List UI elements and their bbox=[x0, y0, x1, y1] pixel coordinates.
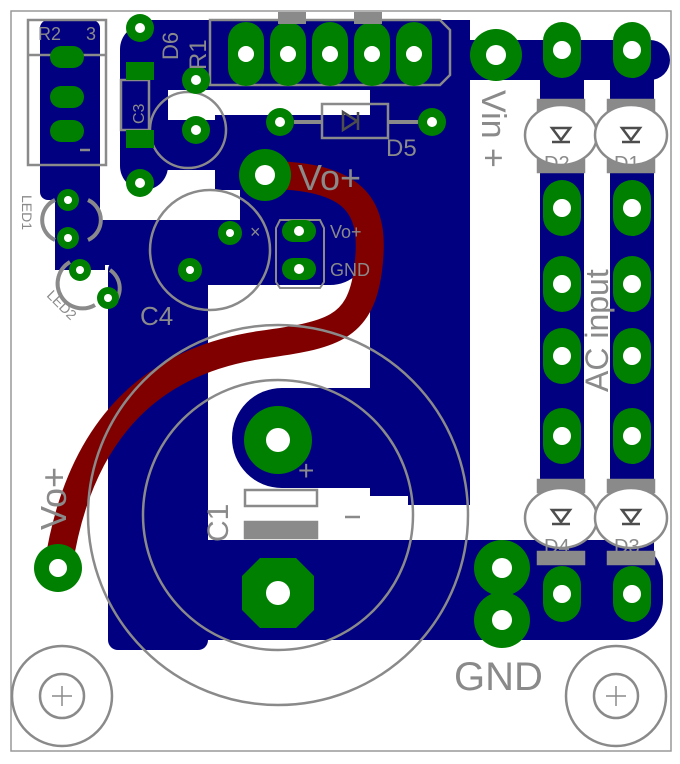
label-r2-pin3: 3 bbox=[86, 24, 96, 44]
label-vo-plus-small: Vo+ bbox=[330, 222, 362, 242]
label-gnd-small: GND bbox=[330, 260, 370, 280]
label-gnd-big: GND bbox=[454, 655, 543, 699]
pads bbox=[34, 12, 651, 648]
label-led1: LED1 bbox=[19, 195, 35, 230]
mounting-hole-marks bbox=[52, 686, 626, 706]
label-c1-plus: + bbox=[298, 455, 314, 486]
label-d1: D1 bbox=[614, 153, 640, 175]
label-d5: D5 bbox=[386, 135, 417, 162]
label-c3: C3 bbox=[131, 103, 148, 124]
label-c4: C4 bbox=[140, 301, 173, 331]
top-copper-vo-trace bbox=[44, 161, 384, 582]
label-r1: R1 bbox=[185, 39, 212, 70]
silkscreen-layer bbox=[10, 18, 669, 748]
labels: R2 3 R1 D6 C3 LED1 LED2 C4 D5 Vo+ Vo+ GN… bbox=[19, 24, 640, 699]
diode-symbols bbox=[341, 109, 643, 526]
label-d4: D4 bbox=[544, 536, 570, 558]
label-ac-input: AC input bbox=[579, 269, 615, 392]
label-x-mark: × bbox=[250, 222, 261, 242]
label-c1: C1 bbox=[202, 504, 235, 542]
label-d6: D6 bbox=[158, 32, 183, 60]
label-d2: D2 bbox=[544, 153, 570, 175]
label-vo-plus-left: Vo+ bbox=[33, 467, 74, 530]
label-vin-plus: Vin + bbox=[474, 90, 512, 168]
label-vo-plus-top: Vo+ bbox=[298, 157, 361, 198]
label-d3: D3 bbox=[614, 536, 640, 558]
label-r2: R2 bbox=[38, 24, 61, 44]
